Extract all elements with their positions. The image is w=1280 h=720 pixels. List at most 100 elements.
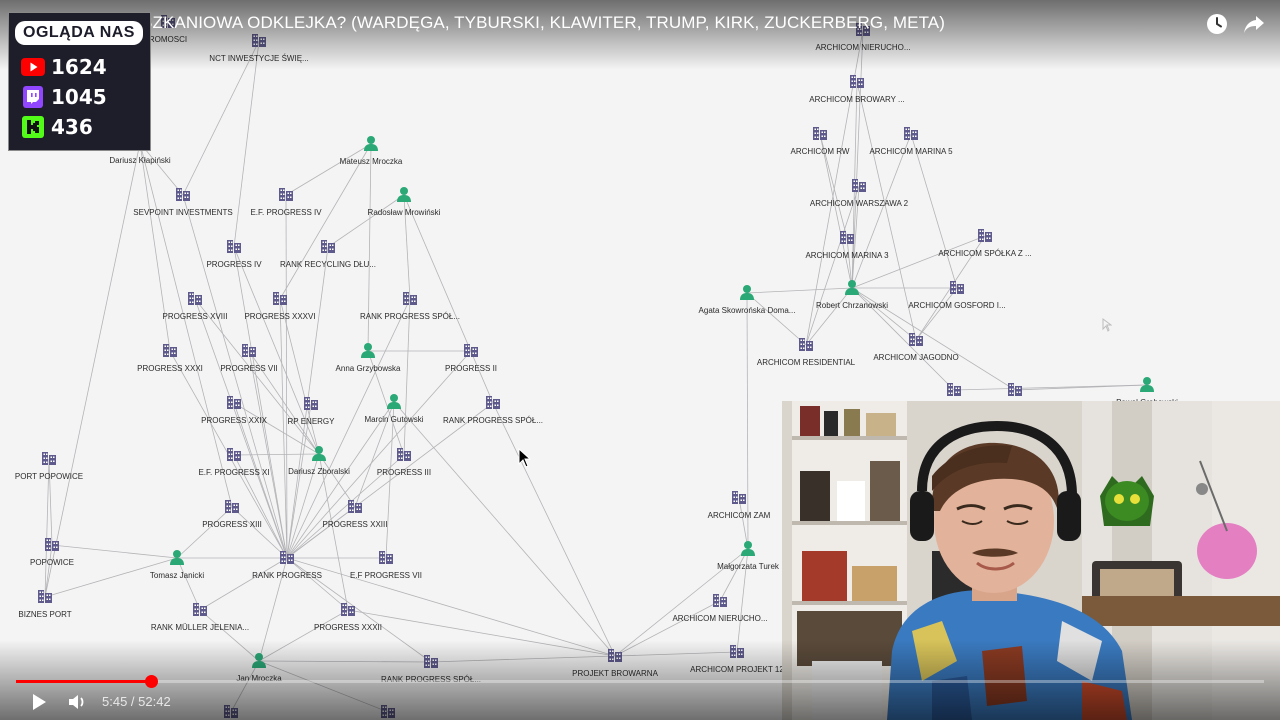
company-node[interactable]: ARCHICOM MARINA 3 xyxy=(805,231,889,260)
company-node[interactable]: E.F PROGRESS VII xyxy=(350,551,422,580)
twitch-icon xyxy=(23,86,43,108)
company-node[interactable]: RANK RECYCLING DŁU... xyxy=(280,240,376,269)
company-node[interactable]: ARCHICOM SPÓŁKA Z ... xyxy=(938,229,1032,258)
company-node[interactable]: PROGRESS II xyxy=(445,344,497,373)
graph-edge xyxy=(233,402,288,559)
node-label: ARCHICOM MARINA 5 xyxy=(869,147,953,156)
node-label: RANK PROGRESS SPÓŁ... xyxy=(443,416,543,425)
volume-button[interactable] xyxy=(66,691,88,713)
watch-later-button[interactable] xyxy=(1205,12,1229,36)
progress-bar[interactable] xyxy=(16,675,1264,688)
company-node[interactable]: PROGRESS XXXII xyxy=(314,603,382,632)
company-node[interactable]: E.F. PROGRESS IV xyxy=(250,188,322,217)
mouse-cursor-icon xyxy=(518,448,532,468)
building-icon xyxy=(486,396,500,409)
company-node[interactable]: RANK MÜLLER JELENIA... xyxy=(151,603,249,632)
graph-edge xyxy=(233,40,260,248)
person-icon xyxy=(740,285,754,300)
graph-edge xyxy=(492,402,616,657)
company-node[interactable]: PORT POPOWICE xyxy=(15,452,83,481)
company-node[interactable]: PROGRESS IV xyxy=(206,240,262,269)
video-title[interactable]: WEDDOWA MIESZKANIOWA ODKLEJKA? (WARDĘGA,… xyxy=(14,13,946,32)
company-node[interactable]: ARCHICOM BROWARY ... xyxy=(809,75,905,104)
company-node[interactable]: RANK PROGRESS SPÓŁ... xyxy=(443,396,543,425)
company-node[interactable]: RANK PROGRESS SPÓŁ... xyxy=(360,292,460,321)
share-button[interactable] xyxy=(1242,12,1266,36)
node-label: Tomasz Janicki xyxy=(150,571,204,580)
graph-edge xyxy=(286,401,395,559)
company-node[interactable]: PROGRESS XXXVI xyxy=(244,292,316,321)
person-node[interactable]: Dariusz Zboralski xyxy=(288,446,350,476)
company-node[interactable]: ARCHICOM MARINA 5 xyxy=(869,127,953,156)
graph-edge xyxy=(233,246,288,559)
graph-edge xyxy=(44,142,141,598)
graph-edge xyxy=(44,458,50,598)
graph-edge xyxy=(851,133,912,289)
company-node[interactable]: BIZNES PORT xyxy=(18,590,72,619)
company-node[interactable]: SEVPOINT INVESTMENTS xyxy=(133,188,233,217)
company-node[interactable]: PROGRESS VII xyxy=(220,344,278,373)
company-node[interactable]: PROGRESS XXXI xyxy=(137,344,203,373)
graph-edge xyxy=(354,401,395,508)
person-node[interactable]: Mateusz Mroczka xyxy=(340,136,403,166)
person-node[interactable]: Robert Chrzanowski xyxy=(816,280,888,310)
node-label: Radosław Mrowiński xyxy=(368,208,441,217)
person-node[interactable]: Tomasz Janicki xyxy=(150,550,204,580)
node-label: Robert Chrzanowski xyxy=(816,301,888,310)
company-node[interactable]: PROGRESS XIII xyxy=(202,500,262,529)
company-node[interactable]: ARCHICOM RW xyxy=(791,127,850,156)
building-icon xyxy=(732,491,746,504)
graph-edge xyxy=(746,287,853,294)
building-icon xyxy=(1008,383,1022,396)
company-node[interactable]: RP ENERGY xyxy=(288,397,336,426)
graph-edge xyxy=(286,454,405,559)
company-node[interactable] xyxy=(947,383,961,396)
company-node[interactable]: PROGRESS III xyxy=(377,448,431,477)
company-node[interactable]: ARCHICOM GOSFORD I... xyxy=(908,281,1006,310)
person-node[interactable]: Anna Grzybowska xyxy=(336,343,401,373)
building-icon xyxy=(163,344,177,357)
node-label: ARCHICOM JAGODNO xyxy=(873,353,958,362)
graph-edge xyxy=(805,287,853,346)
twitch-viewer-count: 1045 xyxy=(51,85,107,109)
building-icon xyxy=(950,281,964,294)
graph-edge xyxy=(403,298,411,456)
progress-scrubber-handle[interactable] xyxy=(144,675,158,688)
graph-edge xyxy=(736,548,749,653)
person-node[interactable]: Marcin Gutowski xyxy=(364,394,424,424)
company-node[interactable]: ARCHICOM NIERUCHO... xyxy=(672,594,768,623)
company-node[interactable]: PROGRESS XXIII xyxy=(323,500,388,529)
company-node[interactable]: ARCHICOM ZAM xyxy=(708,491,771,520)
company-node[interactable]: RANK PROGRESS xyxy=(252,551,322,580)
person-node[interactable]: Agata Skowrońska Doma... xyxy=(699,285,796,315)
node-label: RANK PROGRESS xyxy=(252,571,322,580)
building-icon xyxy=(227,448,241,461)
company-node[interactable]: ARCHICOM JAGODNO xyxy=(873,333,959,362)
graph-edge xyxy=(327,194,405,248)
building-icon xyxy=(45,538,59,551)
building-icon xyxy=(280,551,294,564)
graph-edge xyxy=(248,350,320,455)
graph-edge xyxy=(233,402,320,455)
person-node[interactable]: Małgorzata Turek xyxy=(717,541,780,571)
company-node[interactable]: PROGRESS XVIII xyxy=(163,292,228,321)
graph-edge xyxy=(393,401,616,657)
building-icon xyxy=(321,240,335,253)
company-node[interactable]: ARCHICOM WARSZAWA 2 xyxy=(810,179,909,208)
youtube-viewer-count: 1624 xyxy=(51,55,107,79)
company-node[interactable]: POPOWICE xyxy=(30,538,74,567)
building-icon xyxy=(348,500,362,513)
play-icon xyxy=(33,694,46,710)
company-node[interactable]: ARCHICOM RESIDENTIAL xyxy=(757,338,856,367)
play-button[interactable] xyxy=(28,691,50,713)
company-node[interactable]: PROGRESS XXIX xyxy=(201,396,268,425)
graph-edge xyxy=(805,185,860,346)
node-label: RANK RECYCLING DŁU... xyxy=(280,260,376,269)
building-icon xyxy=(225,500,239,513)
company-node[interactable] xyxy=(1008,383,1022,396)
graph-edge xyxy=(851,287,1016,391)
company-node[interactable]: E.F. PROGRESS XI xyxy=(198,448,270,477)
person-node[interactable]: Radosław Mrowiński xyxy=(368,187,441,217)
person-icon xyxy=(845,280,859,295)
